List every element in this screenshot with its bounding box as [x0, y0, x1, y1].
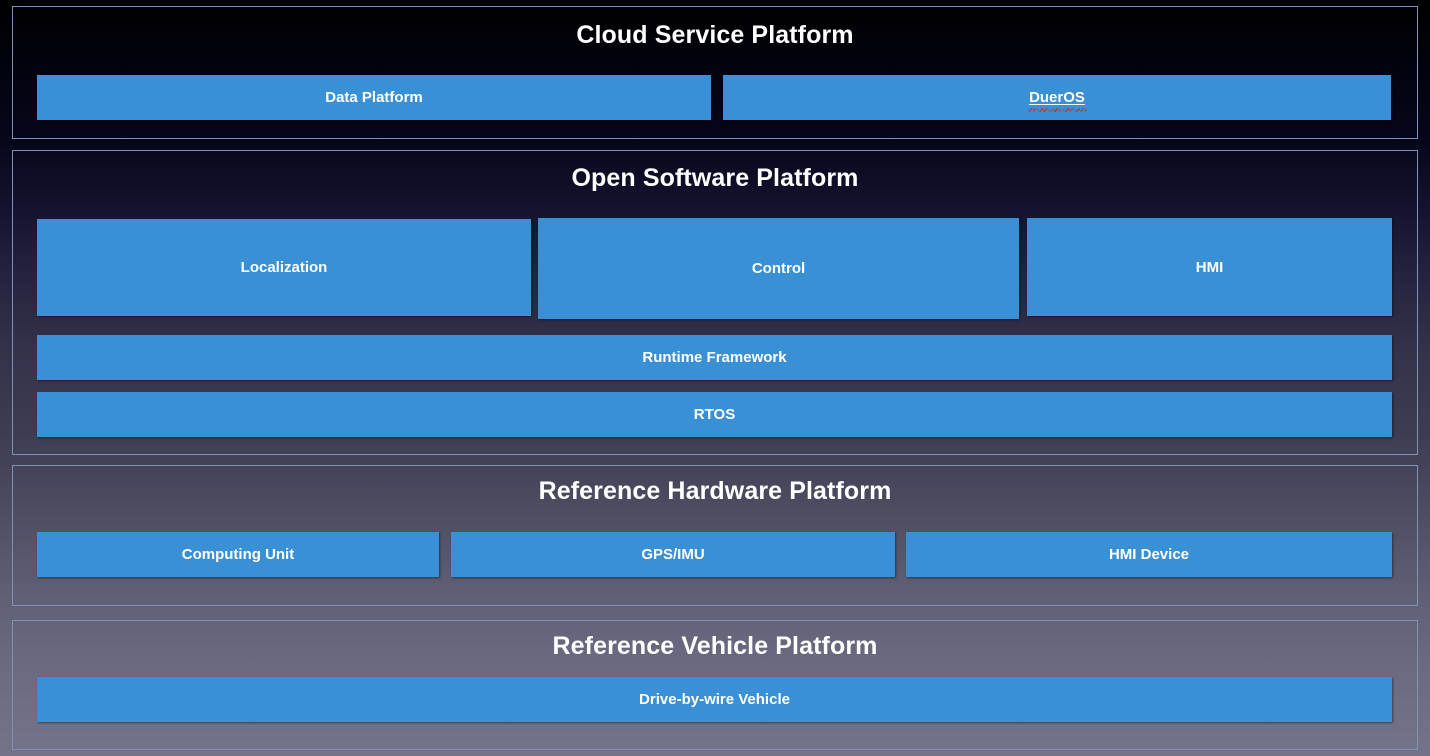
layer-title-reference-hardware-platform: Reference Hardware Platform [538, 477, 892, 505]
block-label: Data Platform [325, 89, 423, 106]
block-data-platform[interactable]: Data Platform [37, 75, 711, 120]
block-label: Localization [240, 259, 328, 276]
block-label: RTOS [693, 406, 736, 423]
block-label: Drive-by-wire Vehicle [639, 691, 790, 708]
block-hmi-device[interactable]: HMI Device [906, 532, 1392, 577]
block-rtos[interactable]: RTOS [37, 392, 1392, 437]
block-runtime-framework[interactable]: Runtime Framework [37, 335, 1392, 380]
layer-title-reference-vehicle-platform: Reference Vehicle Platform [552, 632, 878, 660]
layer-title-open-software-platform: Open Software Platform [571, 164, 859, 192]
block-hmi[interactable]: HMI [1027, 218, 1392, 316]
block-label: Computing Unit [181, 546, 295, 563]
block-label: DuerOS [1029, 89, 1085, 106]
block-gps-imu[interactable]: GPS/IMU [451, 532, 895, 577]
block-dueros[interactable]: DuerOS [723, 75, 1391, 120]
block-label: Control [751, 260, 806, 277]
block-localization[interactable]: Localization [37, 219, 531, 316]
layer-panel-reference-vehicle-platform: Reference Vehicle Platform Drive-by-wire… [12, 620, 1418, 750]
layer-panel-open-software-platform: Open Software Platform Localization Cont… [12, 150, 1418, 455]
layer-panel-reference-hardware-platform: Reference Hardware Platform Computing Un… [12, 465, 1418, 606]
block-label: Runtime Framework [642, 349, 787, 366]
block-label: GPS/IMU [641, 546, 705, 563]
block-label: HMI Device [1108, 546, 1190, 563]
block-label: HMI [1195, 258, 1224, 276]
layer-title-cloud-service-platform: Cloud Service Platform [576, 21, 854, 49]
block-computing-unit[interactable]: Computing Unit [37, 532, 439, 577]
block-control[interactable]: Control [538, 218, 1019, 319]
layer-panel-cloud-service-platform: Cloud Service Platform Data Platform Due… [12, 6, 1418, 139]
block-drive-by-wire-vehicle[interactable]: Drive-by-wire Vehicle [37, 677, 1392, 722]
